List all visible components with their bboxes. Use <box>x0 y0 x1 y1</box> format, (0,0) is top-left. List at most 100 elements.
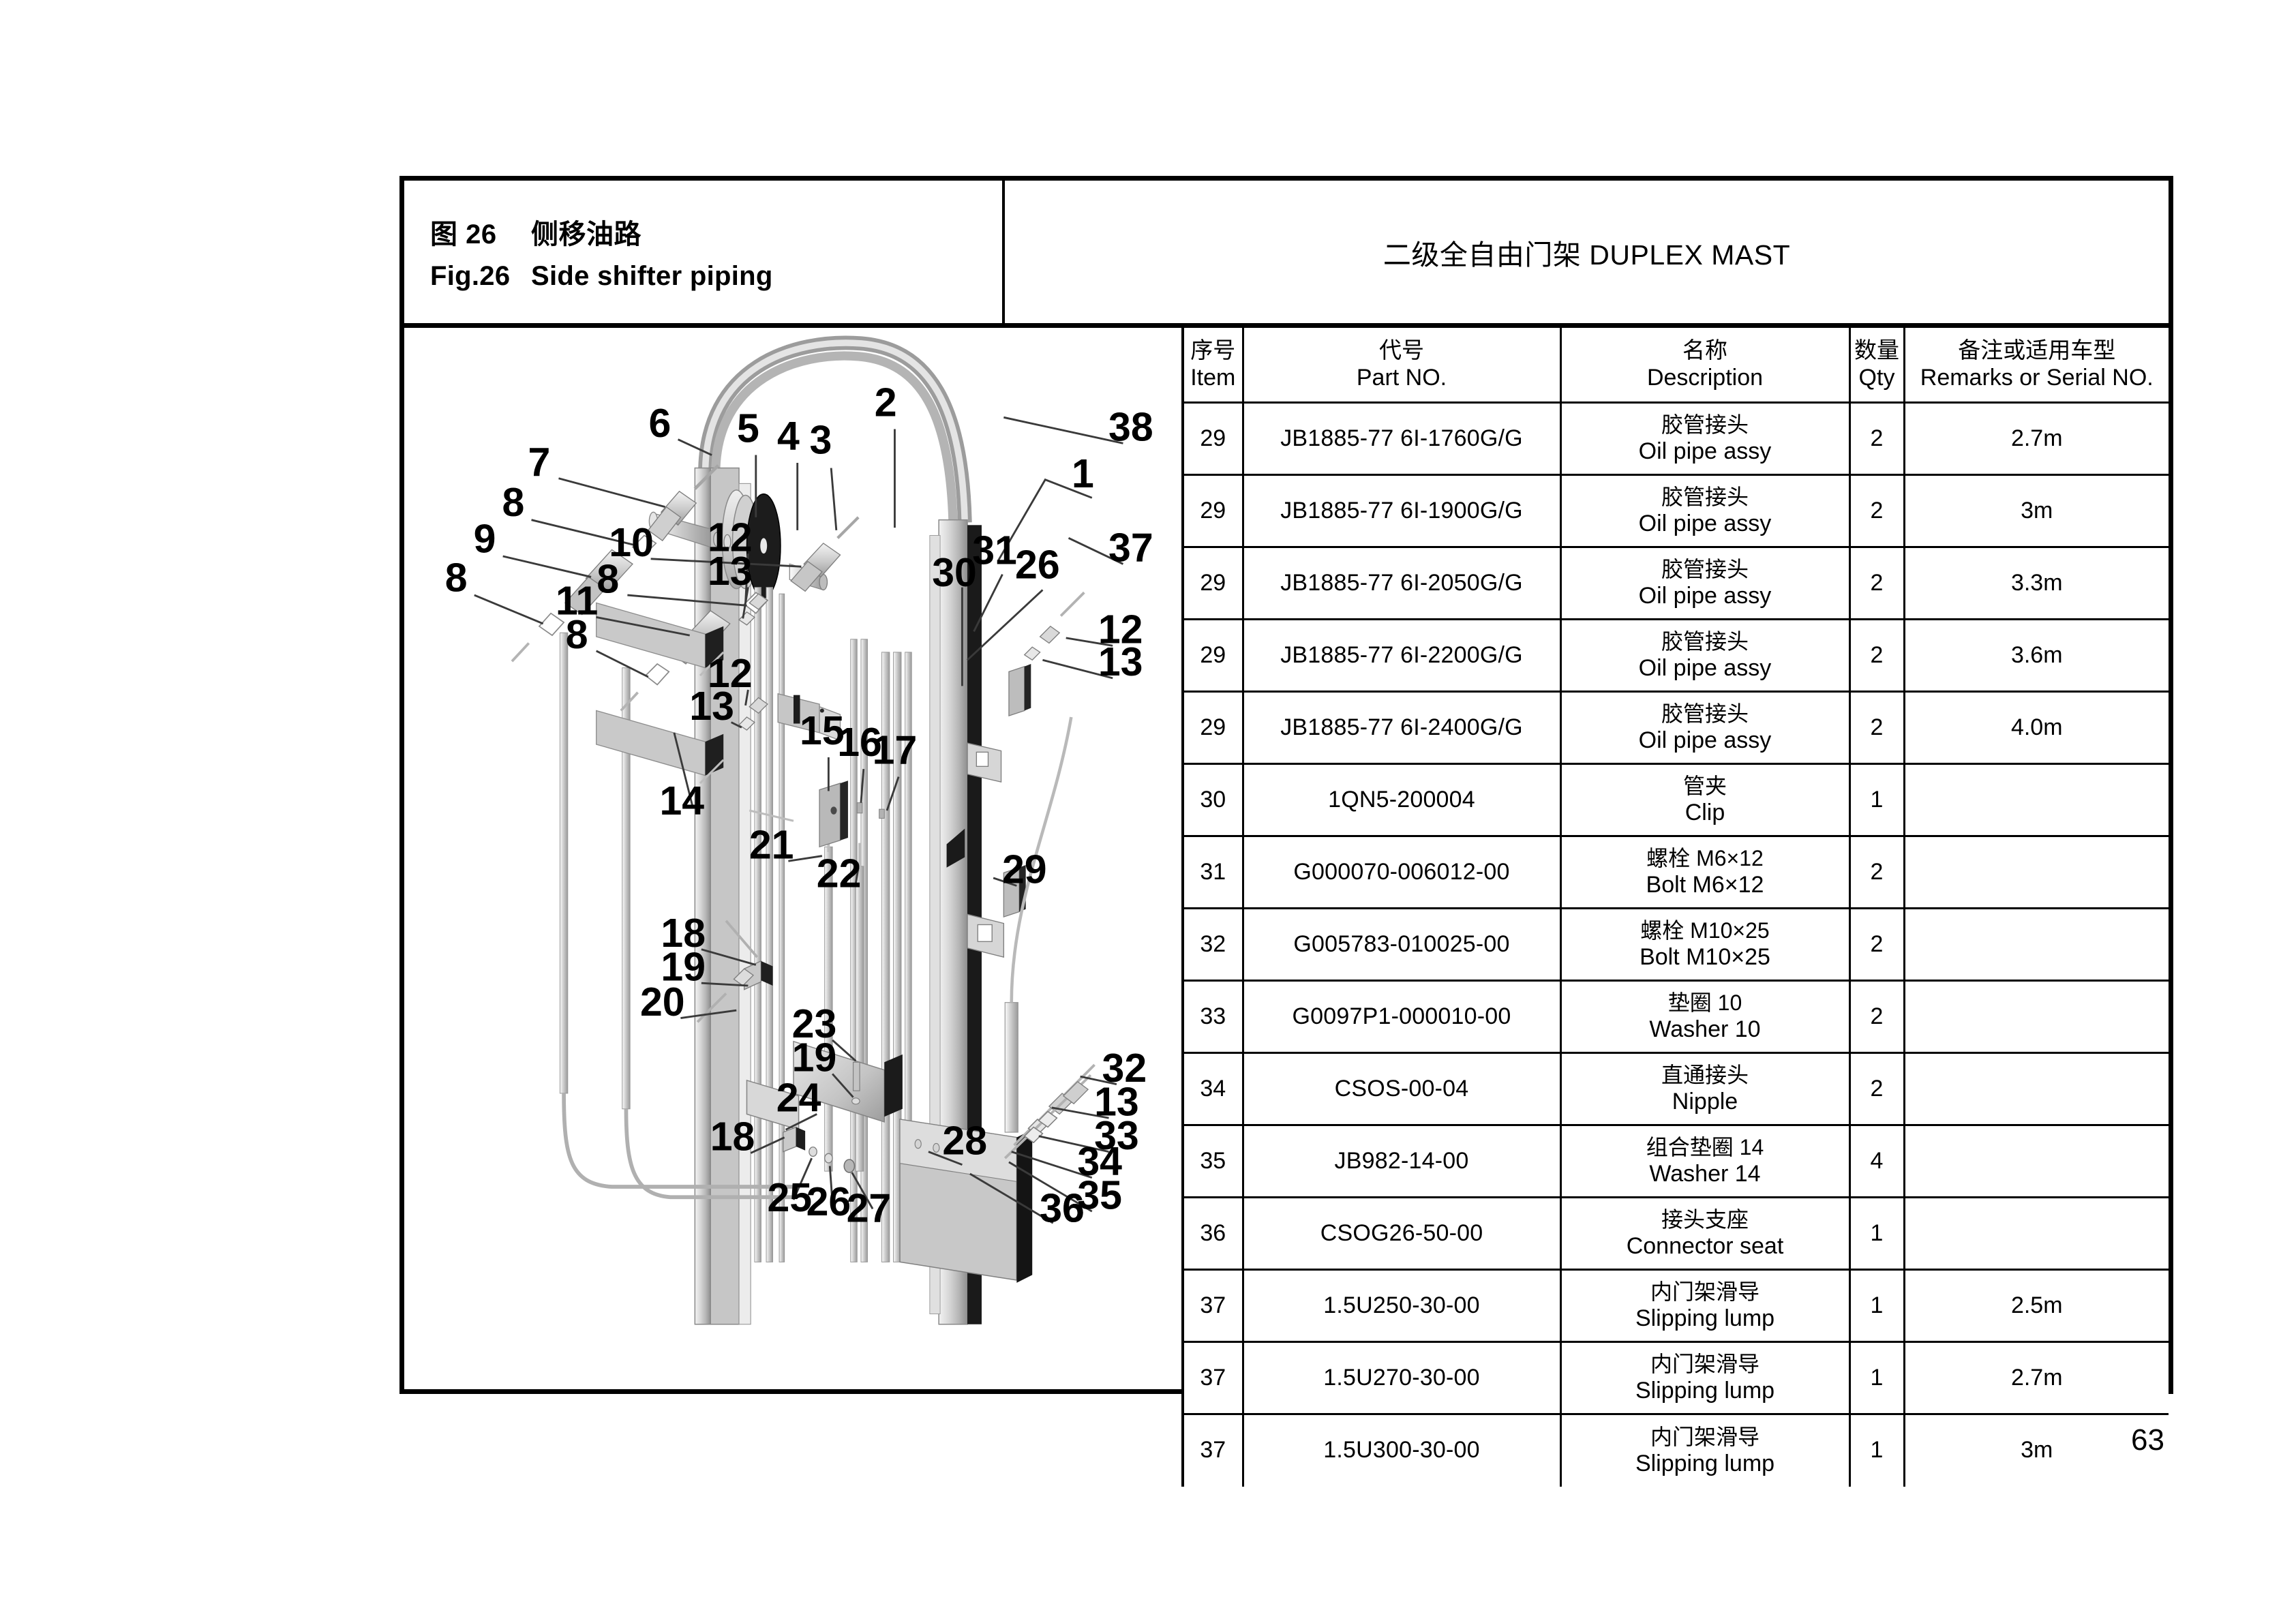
nut-26-block <box>819 706 841 742</box>
cell-description-cn: 垫圈 10 <box>1667 990 1742 1015</box>
callout-number: 27 <box>847 1185 892 1230</box>
callout-number: 32 <box>1102 1046 1147 1091</box>
bracket-hole-lower <box>977 924 993 942</box>
callout-number: 29 <box>1002 847 1047 892</box>
fitting-12-a <box>749 593 768 610</box>
fitting-group-25-26-27 <box>783 1126 856 1173</box>
leader-7 <box>558 477 665 509</box>
callout-number: 13 <box>708 549 753 594</box>
clamp-block-15 <box>819 783 841 848</box>
fitting-pair-12-13-upper <box>738 593 768 626</box>
cell-remarks: 3.6m <box>1903 618 2169 693</box>
cell-part-no: 1.5U270-30-00 <box>1241 1341 1562 1415</box>
clamp-block-right-upper <box>1008 665 1025 717</box>
leader-11 <box>596 616 691 637</box>
callout-number: 5 <box>737 406 759 451</box>
cell-remarks: 2.7m <box>1903 401 2169 476</box>
callout-number: 36 <box>1040 1185 1085 1230</box>
fitting-13-c <box>1023 646 1041 661</box>
cell-qty: 2 <box>1848 474 1905 548</box>
figure-number-en: Fig.26 <box>430 261 511 291</box>
header-qty-en: Qty <box>1858 365 1895 391</box>
fitting-12-c <box>1039 625 1061 644</box>
callout-number: 28 <box>942 1118 987 1163</box>
cell-item: 29 <box>1181 691 1244 765</box>
parts-table: 序号 Item 代号 Part NO. 名称 Description 数量 <box>1181 328 2169 1487</box>
cell-part-no: JB1885-77 6I-1760G/G <box>1241 401 1562 476</box>
callout-number: 26 <box>806 1179 851 1224</box>
cell-description-en: Oil pipe assy <box>1638 727 1772 754</box>
callout-number: 8 <box>445 555 468 600</box>
leader-14 <box>673 732 693 806</box>
callout-number: 8 <box>596 556 619 601</box>
mast-upright-right-inner <box>929 535 941 1315</box>
rod-a <box>754 587 761 1262</box>
washer-8-b <box>538 612 565 637</box>
leader-36 <box>969 1172 1054 1224</box>
leader-13d <box>1051 1106 1109 1119</box>
cell-qty: 2 <box>1848 691 1905 765</box>
callout-number: 26 <box>1015 542 1060 587</box>
cell-remarks <box>1903 763 2169 837</box>
callout-number: 12 <box>708 515 753 560</box>
leader-18a <box>701 948 757 966</box>
callout-number: 8 <box>566 612 588 657</box>
hose-route-bottom-2 <box>624 1108 794 1200</box>
hose-route-bottom-1 <box>562 1093 794 1189</box>
washer-3 <box>723 534 731 550</box>
fitting-7-stem <box>693 464 720 490</box>
leader-13c <box>1042 658 1113 680</box>
callout-number: 18 <box>710 1114 755 1159</box>
elbow-18-a-riser <box>725 920 759 958</box>
header-remarks-cn: 备注或适用车型 <box>1958 337 2116 363</box>
callout-number-layer: 1234567898108118121312131415161718192021… <box>445 380 1153 1230</box>
bolt-16 <box>856 802 863 814</box>
cell-description-en: Washer 10 <box>1649 1016 1761 1043</box>
cell-part-no: JB1885-77 6I-2200G/G <box>1241 618 1562 693</box>
callout-number: 37 <box>1108 526 1153 571</box>
connector-28-a <box>914 1139 922 1149</box>
fitting-8d-stem <box>620 691 639 712</box>
fitting-7-nut <box>647 506 682 542</box>
header-remarks-en: Remarks or Serial NO. <box>1920 365 2154 391</box>
cell-qty: 2 <box>1848 907 1905 982</box>
callout-number: 23 <box>792 1001 837 1046</box>
cell-remarks: 2.7m <box>1903 1341 2169 1415</box>
callout-number: 20 <box>640 980 685 1025</box>
callout-number: 12 <box>1098 607 1143 652</box>
connector-28-b <box>933 1142 940 1153</box>
rod-22 <box>855 866 864 1172</box>
cell-qty: 4 <box>1848 1124 1905 1198</box>
cell-item: 30 <box>1181 763 1244 837</box>
rod-f <box>881 652 890 1262</box>
rod-g <box>893 652 902 1262</box>
hose-arch-2 <box>711 351 958 526</box>
cell-remarks <box>1903 907 2169 982</box>
cell-description-en: Bolt M6×12 <box>1646 872 1764 898</box>
clamp-bar-upper <box>596 602 706 669</box>
leader-16 <box>860 769 865 803</box>
nut-26 <box>824 1153 833 1164</box>
washer-8-d <box>644 663 670 686</box>
leader-10 <box>650 558 802 568</box>
cell-remarks: 2.5m <box>1903 1269 2169 1343</box>
cell-description-en: Nipple <box>1672 1089 1738 1115</box>
cell-remarks: 3m <box>1903 474 2169 548</box>
fitting-9-nut <box>564 576 607 616</box>
hose-leg-left-1 <box>559 632 569 1094</box>
mast-title-cell: 二级全自由门架 DUPLEX MAST <box>1005 181 2169 323</box>
leader-31 <box>973 573 1003 633</box>
clamp-bar-lower <box>596 710 706 776</box>
leader-20 <box>680 1009 737 1019</box>
cell-description-cn: 胶管接头 <box>1661 701 1749 726</box>
leader-32 <box>1080 1075 1117 1086</box>
